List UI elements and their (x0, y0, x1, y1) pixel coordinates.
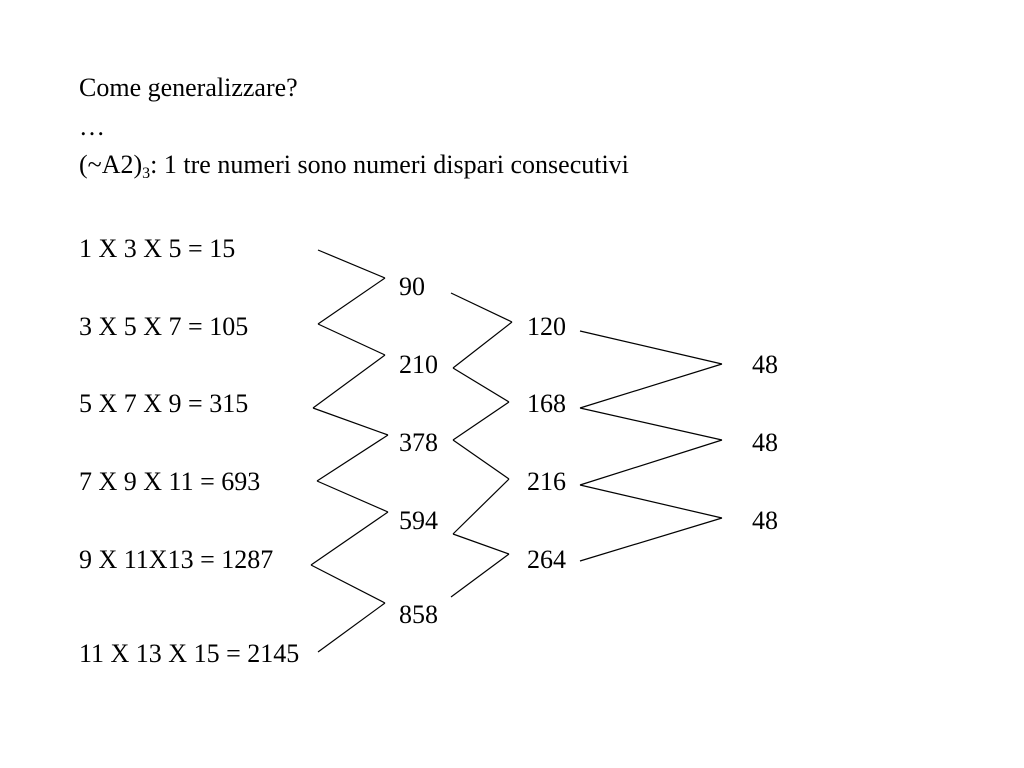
connector-line (312, 354, 386, 409)
third-difference: 48 (752, 428, 778, 457)
connector-line (317, 323, 386, 356)
product-row: 3 X 5 X 7 = 105 (79, 312, 249, 341)
connector-line (312, 407, 389, 436)
connector-line (450, 553, 510, 598)
first-difference: 90 (399, 272, 425, 301)
product-row: 5 X 7 X 9 = 315 (79, 389, 249, 418)
second-difference: 120 (527, 312, 566, 341)
connector-line (452, 478, 510, 535)
connector-line (452, 321, 513, 369)
connector-line (317, 249, 386, 279)
connector-line (452, 439, 510, 480)
ellipsis: … (79, 112, 105, 141)
second-difference: 264 (527, 545, 566, 574)
connector-line (579, 439, 723, 486)
product-row: 1 X 3 X 5 = 15 (79, 234, 236, 263)
product-row: 9 X 11X13 = 1287 (79, 545, 274, 574)
first-difference: 858 (399, 600, 438, 629)
connector-line (579, 363, 723, 409)
first-difference: 378 (399, 428, 438, 457)
connector-line (579, 330, 723, 365)
second-difference: 168 (527, 389, 566, 418)
third-difference: 48 (752, 350, 778, 379)
connector-line (579, 484, 723, 519)
first-difference: 210 (399, 350, 438, 379)
connector-line (310, 564, 386, 604)
connector-line (316, 480, 389, 513)
condition-prefix: (~A2) (79, 150, 143, 179)
connector-line (317, 602, 386, 653)
product-row: 7 X 9 X 11 = 693 (79, 467, 261, 496)
product-row: 11 X 13 X 15 = 2145 (79, 639, 300, 668)
second-difference: 216 (527, 467, 566, 496)
connector-line (579, 407, 723, 441)
condition-line: (~A2)3: 1 tre numeri sono numeri dispari… (79, 150, 629, 182)
connector-line (452, 367, 510, 403)
third-difference: 48 (752, 506, 778, 535)
connector-line (317, 277, 386, 325)
connector-line (452, 533, 510, 555)
slide-title: Come generalizzare? (79, 73, 298, 102)
connector-line (310, 511, 389, 566)
first-difference: 594 (399, 506, 438, 535)
connector-line (450, 292, 513, 323)
connector-line (452, 401, 510, 441)
condition-subscript: 3 (142, 165, 151, 182)
connector-line (316, 434, 389, 482)
condition-text: : 1 tre numeri sono numeri dispari conse… (150, 150, 629, 179)
connector-line (579, 517, 723, 562)
